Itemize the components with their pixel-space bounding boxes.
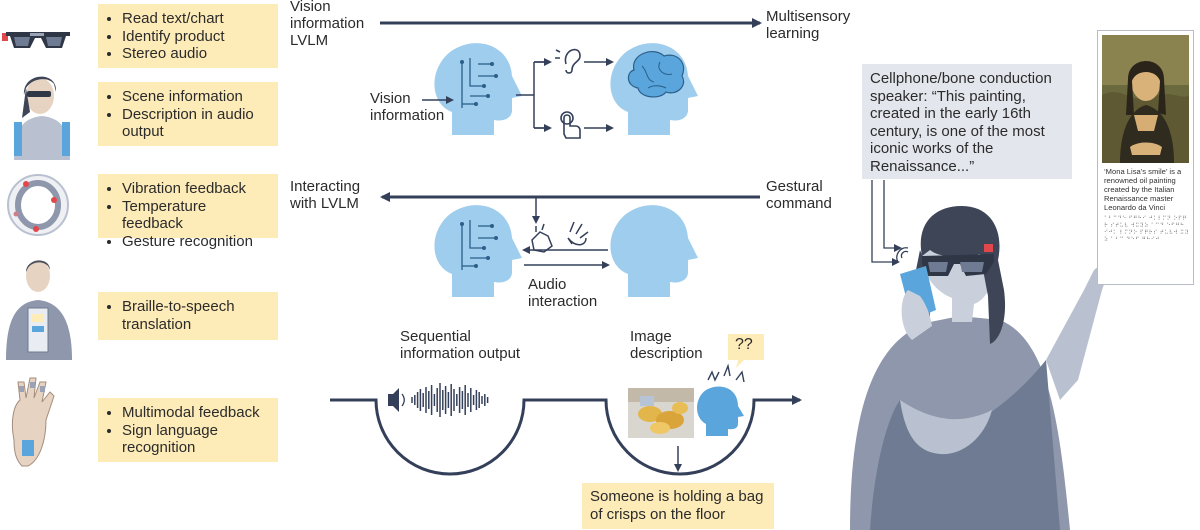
smart-ring-icon	[7, 174, 69, 236]
bubble-pointer-2	[883, 180, 902, 252]
user-figure	[850, 206, 1112, 530]
ear-icon	[555, 48, 581, 74]
ai-head-icon	[434, 43, 522, 135]
feature-item: Multimodal feedback	[122, 404, 270, 422]
glasses-feature-box: Read text/chart Identify product Stereo …	[98, 4, 278, 68]
glove-feature-box: Multimodal feedback Sign language recogn…	[98, 398, 278, 462]
feature-list: Read text/chart Identify product Stereo …	[104, 10, 270, 63]
smart-glasses-icon	[2, 32, 70, 48]
brain-head-icon	[610, 43, 698, 135]
vision-info-label: Vision information	[370, 90, 445, 124]
braille-person-icon	[6, 260, 72, 360]
ai-head-icon-2	[434, 205, 522, 297]
multisensory-label: Multisensory learning	[766, 8, 851, 42]
feature-item: Temperature feedback	[122, 198, 270, 233]
sequential-output-label: Sequential information output	[400, 328, 521, 362]
image-caption-box: Someone is holding a bag of crisps on th…	[582, 483, 774, 529]
feature-item: Gesture recognition	[122, 233, 270, 251]
ring-feature-box: Vibration feedback Temperature feedback …	[98, 174, 278, 250]
interacting-label: Interacting with LVLM	[290, 178, 361, 212]
touch-icon	[560, 111, 581, 139]
speech-bubble: Cellphone/bone conduction speaker: “This…	[862, 64, 1072, 179]
mona-lisa-painting	[1102, 35, 1189, 163]
feature-item: Vibration feedback	[122, 180, 270, 198]
gestural-command-label: Gestural command	[766, 178, 832, 212]
artwork-card: ‘Mona Lisa’s smile’ is a renowned oil pa…	[1097, 30, 1194, 285]
bottom-flow-path	[330, 395, 802, 476]
bubble-pointer-1	[871, 180, 900, 266]
audio-interaction-label: Audio interaction	[528, 276, 598, 310]
image-description-label: Image description	[630, 328, 703, 362]
feature-item: Identify product	[122, 28, 270, 46]
feature-item: Scene information	[122, 88, 270, 106]
thought-bubble	[728, 334, 764, 368]
user-head-icon	[610, 205, 698, 297]
feature-list: Scene information Description in audio o…	[104, 88, 270, 141]
wearable-person-icon	[14, 76, 70, 160]
feature-item: Sign language recognition	[122, 422, 270, 457]
crisps-photo	[628, 388, 694, 438]
speaker-icon	[388, 388, 405, 412]
braille-text: ⠁⠃⠉⠙⠑ ⠋⠛⠓⠊ ⠚⠅⠇⠍⠝ ⠕⠏⠟⠗ ⠎⠞⠥⠧ ⠺⠭⠽⠵ ⠁⠉⠙ ⠑⠋⠛⠓…	[1104, 216, 1190, 243]
audio-waveform-icon	[411, 383, 489, 417]
feature-item: Braille-to-speech translation	[122, 298, 270, 333]
feature-item: Stereo audio	[122, 45, 270, 63]
feature-list: Vibration feedback Temperature feedback …	[104, 180, 270, 250]
artwork-caption: ‘Mona Lisa’s smile’ is a renowned oil pa…	[1104, 167, 1182, 212]
smart-glove-icon	[11, 377, 55, 467]
hand-gesture-icon	[531, 221, 589, 253]
feature-list: Multimodal feedback Sign language recogn…	[104, 404, 270, 457]
braille-feature-box: Braille-to-speech translation	[98, 292, 278, 340]
confused-label: ??	[735, 336, 753, 353]
wearable-feature-box: Scene information Description in audio o…	[98, 82, 278, 146]
branch-connector	[516, 61, 550, 129]
feature-item: Read text/chart	[122, 10, 270, 28]
feature-list: Braille-to-speech translation	[104, 298, 270, 333]
feature-item: Description in audio output	[122, 106, 270, 141]
confused-head-icon	[697, 363, 745, 436]
vision-lvlm-label: Vision information LVLM	[290, 0, 365, 49]
